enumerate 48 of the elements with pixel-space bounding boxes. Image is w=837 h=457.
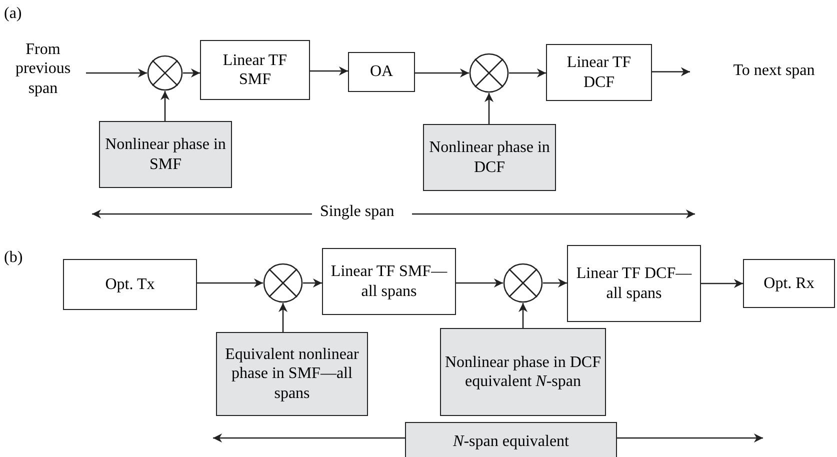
- span-label: Single span: [320, 202, 394, 222]
- arrow: [415, 68, 469, 78]
- node-text: Nonlinear phase in DCF: [428, 138, 551, 177]
- node-text: Equivalent nonlinear phase in SMF—all spans: [224, 345, 360, 403]
- process-box: [322, 248, 456, 315]
- process-box: [546, 44, 652, 101]
- arrow: [310, 66, 348, 76]
- process-box: [567, 245, 701, 322]
- process-box: [348, 52, 415, 92]
- node-text: Linear TF DCF—all spans: [575, 264, 693, 303]
- node-text: Linear TF SMF—all spans: [330, 262, 448, 301]
- process-box: [216, 332, 368, 416]
- arrow: [484, 93, 494, 124]
- process-box: [440, 328, 606, 416]
- process-box: [63, 259, 197, 310]
- bracket-label-box: [405, 422, 617, 457]
- arrow: [652, 67, 690, 76]
- arrow: [86, 68, 147, 78]
- panel-label: (a): [4, 4, 22, 24]
- node-text: Linear TF DCF: [566, 53, 632, 92]
- process-box: [200, 40, 310, 100]
- node-text: OA: [370, 62, 394, 82]
- arrow: [701, 278, 743, 288]
- multiplier-circle: [263, 263, 303, 303]
- node-text: Nonlinear phase in DCF equivalent N-span: [445, 352, 601, 392]
- arrow: [456, 278, 503, 288]
- multiplier-circle: [503, 263, 543, 303]
- node-text: Opt. Rx: [764, 274, 814, 294]
- process-box: [99, 121, 232, 188]
- node-text: Nonlinear phase in SMF: [104, 135, 227, 174]
- node-text: From previous span: [14, 40, 72, 98]
- arrow: [543, 278, 567, 288]
- multiplier-circle: [147, 55, 183, 91]
- node-text: N-span equivalent: [453, 432, 569, 452]
- arrow: [183, 68, 200, 78]
- panel-label: (b): [4, 248, 23, 268]
- process-box: [423, 124, 556, 191]
- node-text: Linear TF SMF: [222, 50, 288, 90]
- arrow: [197, 278, 263, 288]
- arrow: [160, 91, 170, 121]
- arrow: [303, 278, 322, 288]
- multiplier-circle: [469, 53, 509, 93]
- process-box: [743, 259, 835, 308]
- arrow: [278, 303, 288, 332]
- node-text: To next span: [733, 61, 815, 81]
- arrow: [509, 68, 546, 78]
- arrow: [518, 303, 528, 328]
- node-text: Opt. Tx: [105, 274, 155, 294]
